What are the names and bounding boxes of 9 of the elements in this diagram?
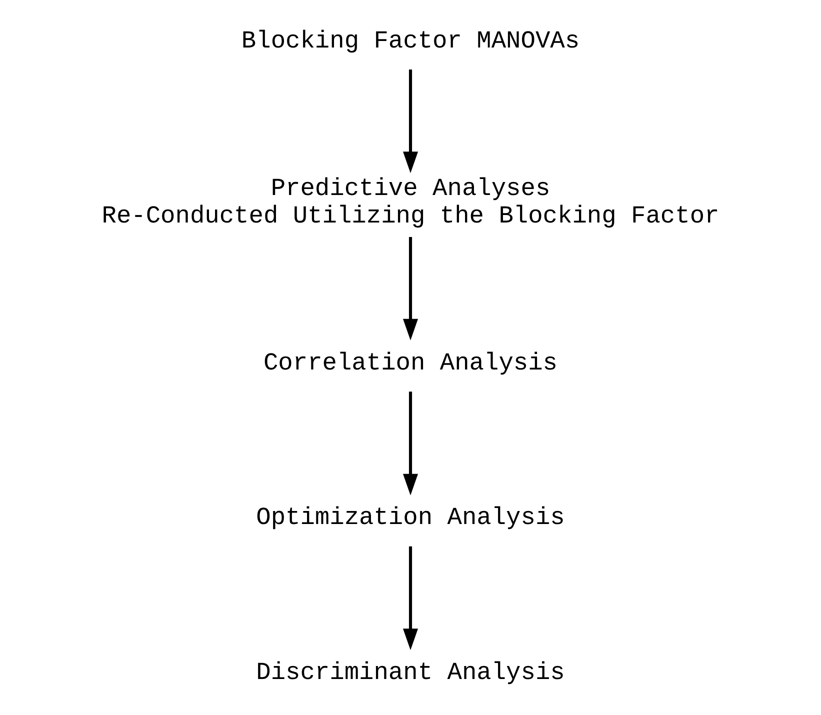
node-text: Blocking Factor MANOVAs [241, 28, 580, 56]
node-text: Predictive Analyses Re-Conducted Utilizing the Blocking Factor [102, 176, 720, 230]
node-text: Correlation Analysis [263, 350, 558, 378]
arrow [402, 546, 418, 650]
arrow [402, 236, 418, 340]
arrow [402, 69, 418, 174]
arrow [402, 392, 418, 496]
node-text: Optimization Analysis [256, 505, 565, 532]
node-text: Discriminant Analysis [256, 660, 565, 687]
